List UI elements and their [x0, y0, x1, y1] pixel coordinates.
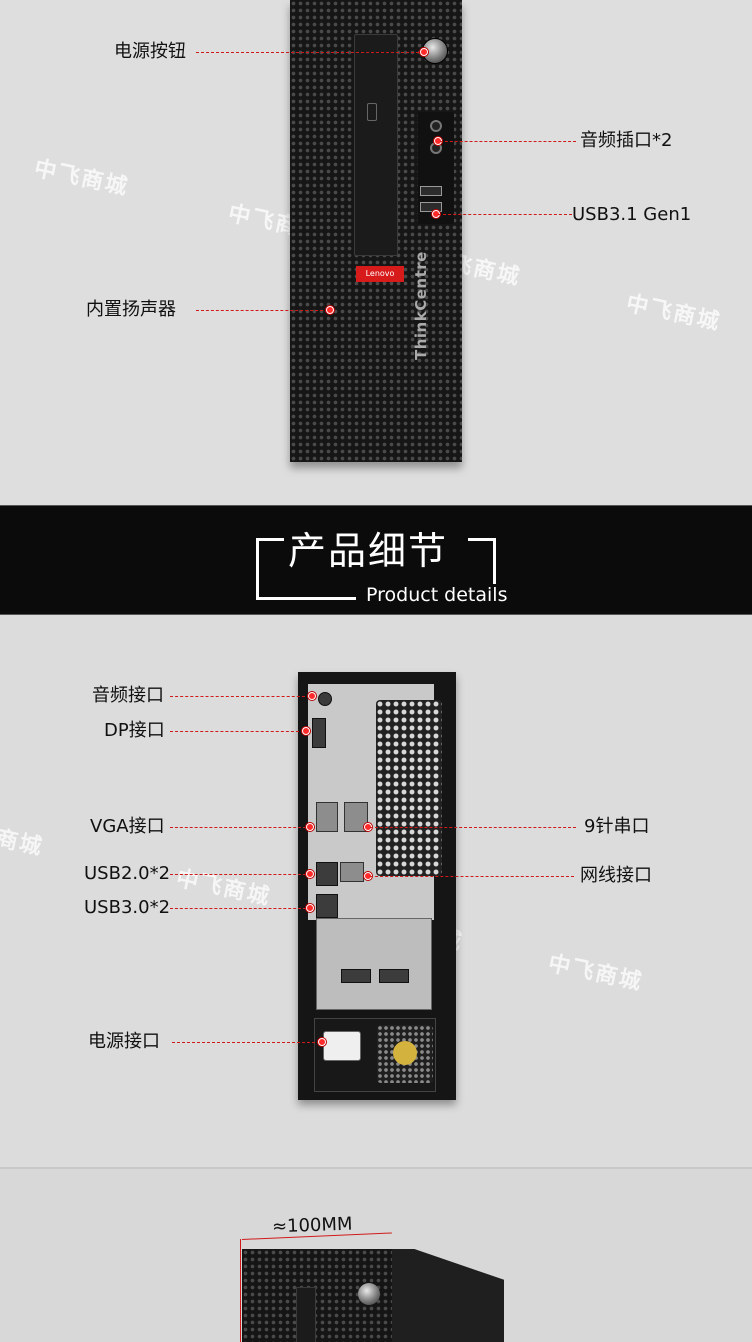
tower-top-view-image [242, 1249, 392, 1342]
callout-line [370, 827, 576, 828]
dimension-tick-left [240, 1239, 241, 1342]
optical-drive-bay [296, 1287, 316, 1342]
callout-dot [306, 904, 314, 912]
label-vga-port: VGA接口 [90, 816, 165, 837]
slot-port-icon [379, 969, 409, 983]
label-power-button: 电源按钮 [114, 41, 186, 62]
thinkcentre-logo: ThinkCentre [412, 251, 430, 360]
watermark: 中飞商城 [31, 155, 132, 201]
bracket-right [468, 538, 496, 584]
callout-dot [306, 870, 314, 878]
callout-dot [420, 48, 428, 56]
audio-port-icon [318, 692, 332, 706]
callout-dot [318, 1038, 326, 1046]
usb-port-icon [420, 186, 442, 196]
bracket-left [256, 538, 284, 600]
callout-line [170, 827, 306, 828]
callout-line [440, 141, 576, 142]
callout-dot [326, 306, 334, 314]
tower-side-panel [392, 1249, 504, 1342]
usb2-port-icon [316, 862, 338, 886]
dimension-section: ≈100MM [0, 1167, 752, 1342]
section-banner: 产品细节 Product details [0, 505, 752, 615]
lenovo-logo: Lenovo [356, 266, 404, 282]
callout-line [172, 1042, 320, 1043]
headphone-jack-icon [430, 120, 442, 132]
front-io-panel [418, 112, 454, 224]
usb3-port-icon [316, 894, 338, 918]
slot-port-icon [341, 969, 371, 983]
rear-tower-image [298, 672, 456, 1100]
callout-dot [306, 823, 314, 831]
banner-subtitle: Product details [366, 584, 508, 606]
eject-button-icon [367, 103, 377, 121]
callout-line [196, 310, 328, 311]
label-serial-port: 9针串口 [584, 816, 650, 837]
callout-line [170, 874, 306, 875]
label-power-port: 电源接口 [88, 1031, 160, 1052]
expansion-slots [316, 918, 432, 1010]
callout-dot [302, 727, 310, 735]
label-audio-port: 音频接口 [92, 685, 164, 706]
bracket-bottom-left [256, 597, 356, 600]
usb-port-icon [420, 202, 442, 212]
banner-title: 产品细节 [288, 529, 449, 573]
rear-view-section: 商城 中飞商城 中飞商城 中飞商城 音频接口 DP接口 VGA接口 [0, 615, 752, 1167]
label-audio-jack: 音频插口*2 [580, 130, 673, 151]
watermark: 商城 [0, 825, 46, 861]
label-speaker: 内置扬声器 [86, 299, 176, 320]
dp-port-icon [312, 718, 326, 748]
label-dp-port: DP接口 [104, 720, 165, 741]
rear-vent [376, 700, 442, 876]
power-supply [314, 1018, 436, 1092]
label-usb3-port: USB3.0*2 [84, 897, 171, 918]
lan-port-icon [340, 862, 364, 882]
callout-line [170, 731, 304, 732]
callout-line [170, 696, 310, 697]
front-view-section: 中飞商城 中飞商城 中飞商城 中飞商城 Lenovo ThinkCentre 电… [0, 0, 752, 505]
callout-line [196, 52, 424, 53]
label-usb-front: USB3.1 Gen1 [572, 204, 692, 225]
watermark: 中飞商城 [623, 290, 724, 336]
power-socket-icon [323, 1031, 361, 1061]
callout-line [170, 908, 306, 909]
watermark: 中飞商城 [173, 865, 274, 911]
label-usb2-port: USB2.0*2 [84, 863, 171, 884]
psu-fan-icon [377, 1025, 433, 1083]
callout-line [370, 876, 574, 877]
watermark: 中飞商城 [545, 950, 646, 996]
front-tower-image: Lenovo ThinkCentre [290, 0, 462, 462]
vga-port-icon [316, 802, 338, 832]
label-lan-port: 网线接口 [580, 865, 652, 886]
serial-port-icon [344, 802, 368, 832]
optical-drive-bay [354, 34, 398, 256]
power-button-icon [358, 1283, 380, 1305]
callout-line [438, 214, 572, 215]
rear-io-plate [308, 684, 442, 920]
callout-dot [308, 692, 316, 700]
fan-hub [393, 1041, 417, 1065]
